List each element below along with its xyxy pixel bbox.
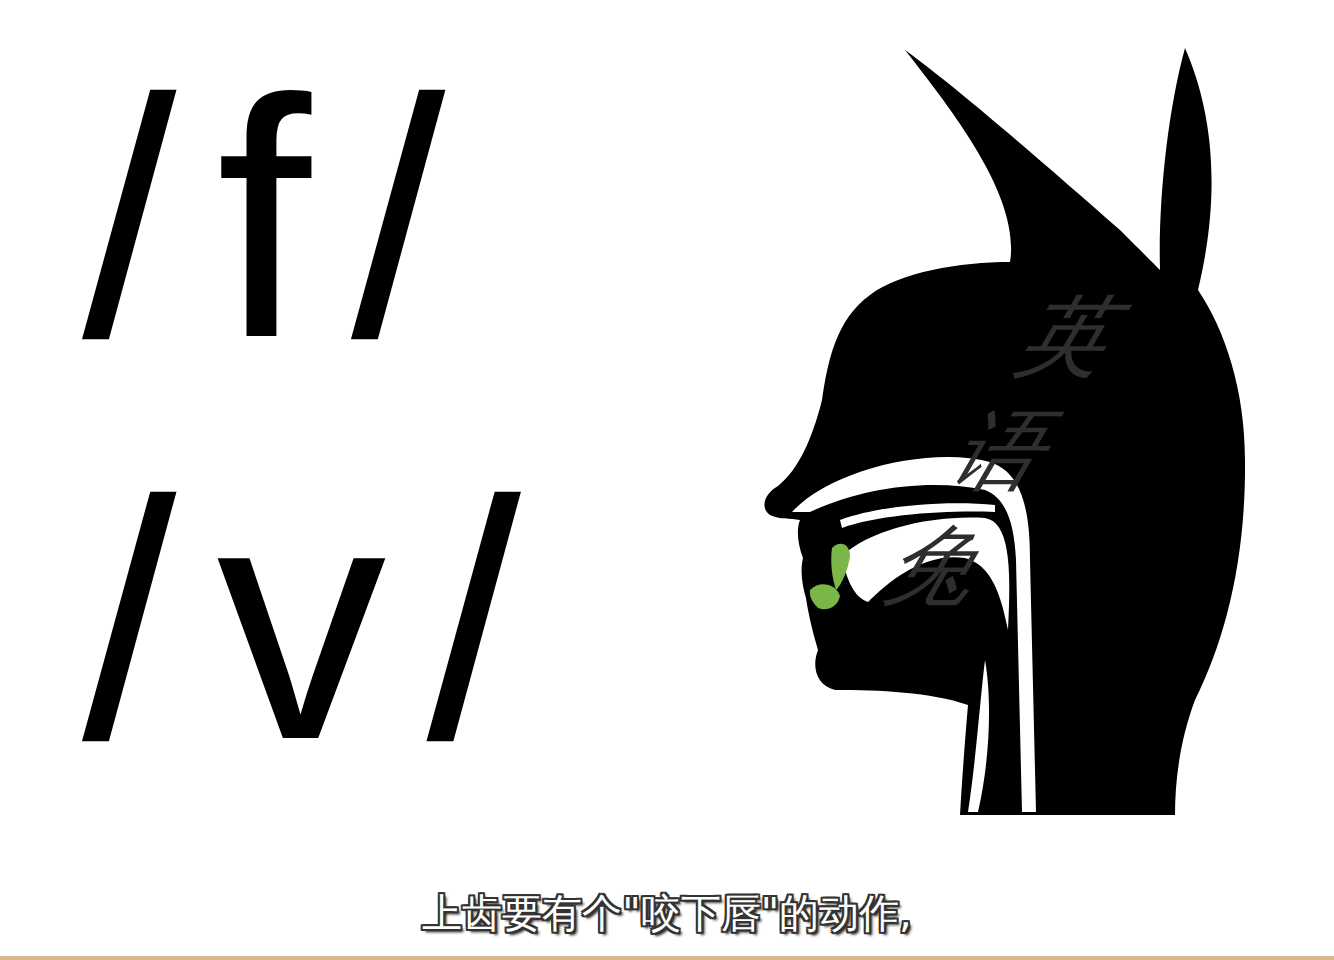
head-silhouette [764,48,1245,815]
airway [792,457,1036,812]
subtitle: 上齿要有个"咬下唇"的动作, [0,886,1334,941]
phoneme-symbol: /v/ [82,450,561,790]
teeth-lip-highlight [810,544,850,609]
bottom-bar [0,956,1334,960]
phoneme-symbol: /f/ [82,48,485,388]
